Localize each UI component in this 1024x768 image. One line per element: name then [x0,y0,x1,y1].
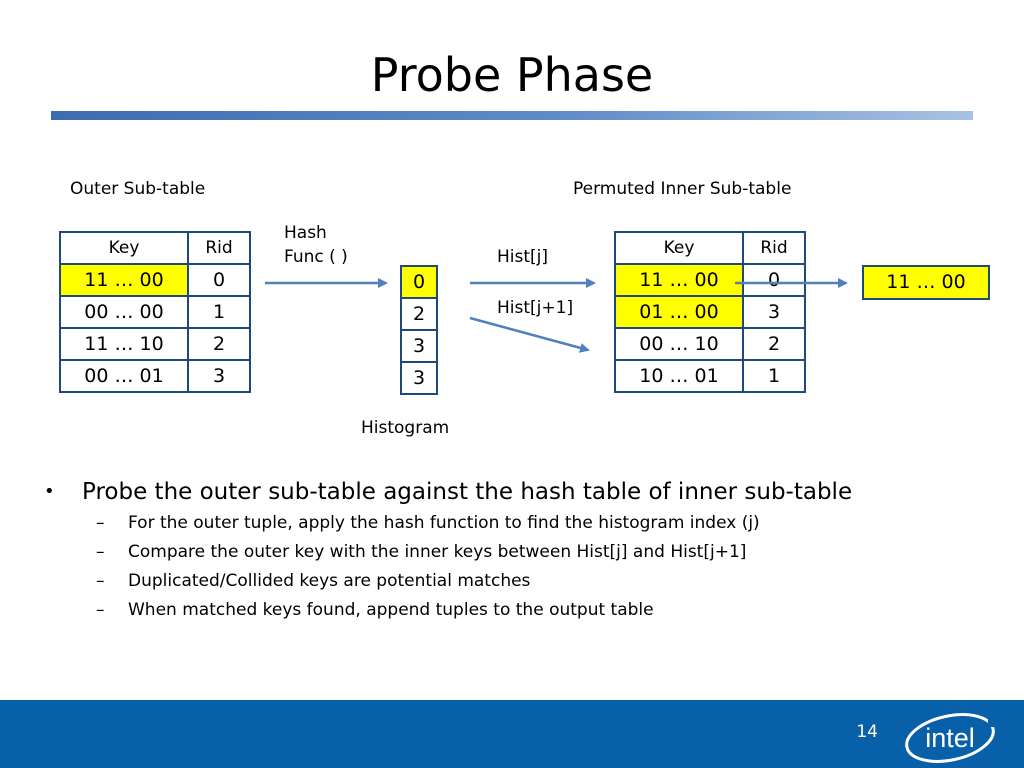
dash-icon: – [96,513,105,533]
sub-bullet: – When matched keys found, append tuples… [44,596,1004,625]
outer-rid-cell: 3 [187,359,251,393]
inner-header-rid: Rid [742,231,806,265]
table-row: 01 … 00 3 [614,295,806,329]
sub-bullet-text: When matched keys found, append tuples t… [128,600,654,620]
table-row: 11 … 00 0 [614,263,806,297]
list-item: 3 [400,361,438,395]
inner-key-cell: 11 … 00 [614,263,744,297]
inner-header-key: Key [614,231,744,265]
main-bullet: • Probe the outer sub-table against the … [44,477,1004,507]
sub-bullet-text: For the outer tuple, apply the hash func… [128,513,760,533]
table-row: 11 … 10 2 [59,327,251,361]
table-row: 00 … 10 2 [614,327,806,361]
outer-key-cell: 11 … 00 [59,263,189,297]
sub-bullet-text: Duplicated/Collided keys are potential m… [128,571,531,591]
histogram-cell: 2 [400,297,438,331]
histogram-table: 0 2 3 3 [400,265,438,395]
outer-rid-cell: 0 [187,263,251,297]
outer-key-cell: 11 … 10 [59,327,189,361]
outer-key-cell: 00 … 01 [59,359,189,393]
hash-func-label-line1: Hash [284,223,327,243]
sub-bullet-text: Compare the outer key with the inner key… [128,542,747,562]
inner-key-cell: 10 … 01 [614,359,744,393]
footer-bar [0,700,1024,768]
sub-bullet: – For the outer tuple, apply the hash fu… [44,509,1004,538]
slide-title: Probe Phase [370,48,654,102]
dash-icon: – [96,542,105,562]
dash-icon: – [96,600,105,620]
title-underline [51,111,973,120]
inner-subtable-label: Permuted Inner Sub-table [573,179,792,199]
list-item: 0 [400,265,438,299]
outer-rid-cell: 2 [187,327,251,361]
histogram-cell: 0 [400,265,438,299]
intel-logo-text: intel [925,723,975,753]
hist-j-label: Hist[j] [497,247,549,267]
bullet-dot-icon: • [44,481,55,502]
histogram-cell: 3 [400,361,438,395]
hist-j1-arrow [469,316,590,353]
histogram-cell: 3 [400,329,438,363]
output-tuple-box: 11 … 00 [862,265,990,300]
inner-key-cell: 01 … 00 [614,295,744,329]
histogram-label: Histogram [361,418,450,438]
table-row: 11 … 00 0 [59,263,251,297]
inner-rid-cell: 3 [742,295,806,329]
inner-rid-cell: 2 [742,327,806,361]
table-row: 00 … 01 3 [59,359,251,393]
hash-func-label-line2: Func ( ) [284,247,348,267]
list-item: 2 [400,297,438,331]
main-bullet-text: Probe the outer sub-table against the ha… [82,479,853,505]
outer-key-cell: 00 … 00 [59,295,189,329]
inner-subtable: Key Rid 11 … 00 0 01 … 00 3 00 … 10 2 10… [614,231,806,393]
table-row: 00 … 00 1 [59,295,251,329]
outer-header-rid: Rid [187,231,251,265]
intel-logo-icon: intel [905,713,995,763]
sub-bullet: – Duplicated/Collided keys are potential… [44,567,1004,596]
outer-rid-cell: 1 [187,295,251,329]
dash-icon: – [96,571,105,591]
sub-bullet: – Compare the outer key with the inner k… [44,538,1004,567]
table-row: 10 … 01 1 [614,359,806,393]
outer-header-key: Key [59,231,189,265]
bullet-list: • Probe the outer sub-table against the … [44,477,1004,625]
inner-key-cell: 00 … 10 [614,327,744,361]
inner-rid-cell: 1 [742,359,806,393]
hist-j1-label: Hist[j+1] [497,298,574,318]
outer-subtable: Key Rid 11 … 00 0 00 … 00 1 11 … 10 2 00… [59,231,251,393]
outer-subtable-label: Outer Sub-table [70,179,206,199]
list-item: 3 [400,329,438,363]
page-number: 14 [856,722,878,742]
inner-rid-cell: 0 [742,263,806,297]
